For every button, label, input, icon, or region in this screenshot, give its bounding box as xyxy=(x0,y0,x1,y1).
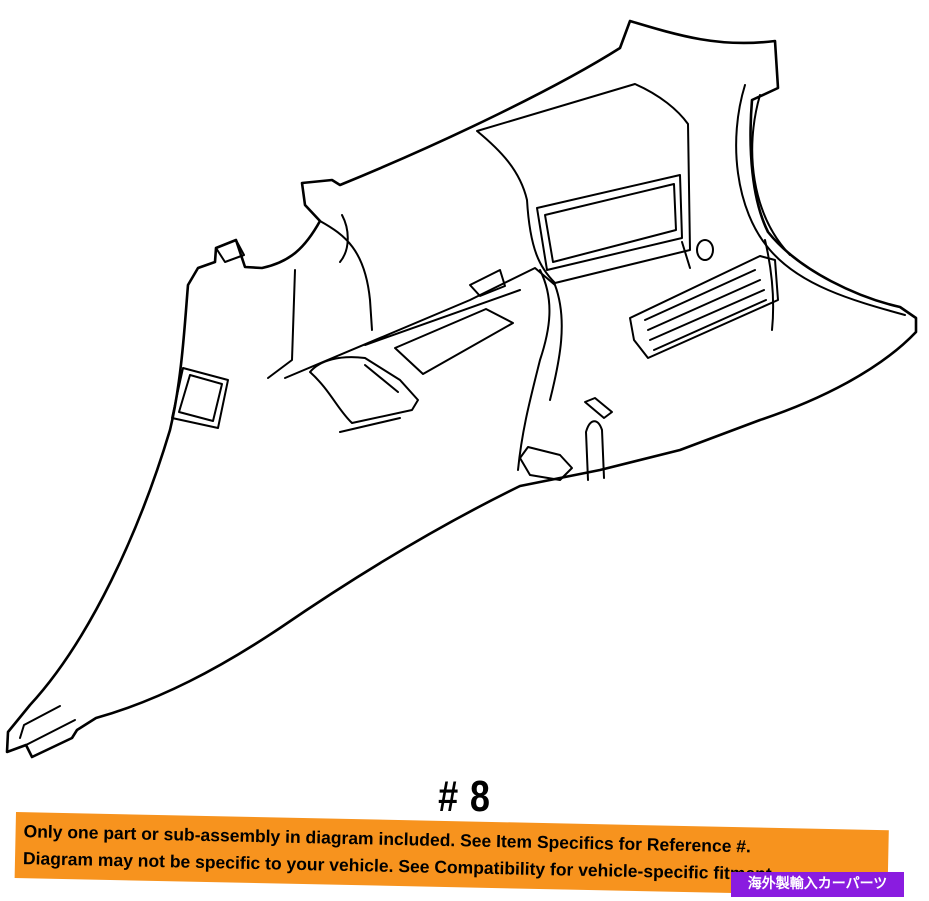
vent-grille xyxy=(629,255,779,359)
reference-number-label: # 8 xyxy=(438,772,491,821)
vent-slats xyxy=(644,269,767,351)
symbol-mark xyxy=(681,241,691,269)
lower-clip xyxy=(519,446,573,481)
side-recess xyxy=(171,367,229,429)
rear-flange xyxy=(735,84,906,316)
top-clip xyxy=(215,239,245,263)
shelf-clip xyxy=(469,269,506,297)
panel-outline xyxy=(5,19,918,759)
sill-detail xyxy=(19,705,76,746)
window-inner2 xyxy=(544,183,677,263)
right-edge xyxy=(764,239,775,331)
upper-recess xyxy=(476,83,691,284)
slot-mark xyxy=(584,397,613,419)
cupholder xyxy=(309,356,419,433)
symbol-circle xyxy=(696,239,714,261)
shop-tag-label: 海外製輸入カーパーツ xyxy=(731,872,904,897)
shelf-tray xyxy=(394,308,514,375)
pillar-bottom xyxy=(267,269,296,379)
lower-post xyxy=(585,420,605,481)
window-inner xyxy=(536,174,683,271)
shelf-edge xyxy=(284,267,556,379)
pillar-edge xyxy=(319,214,373,331)
center-swoop xyxy=(517,269,563,471)
